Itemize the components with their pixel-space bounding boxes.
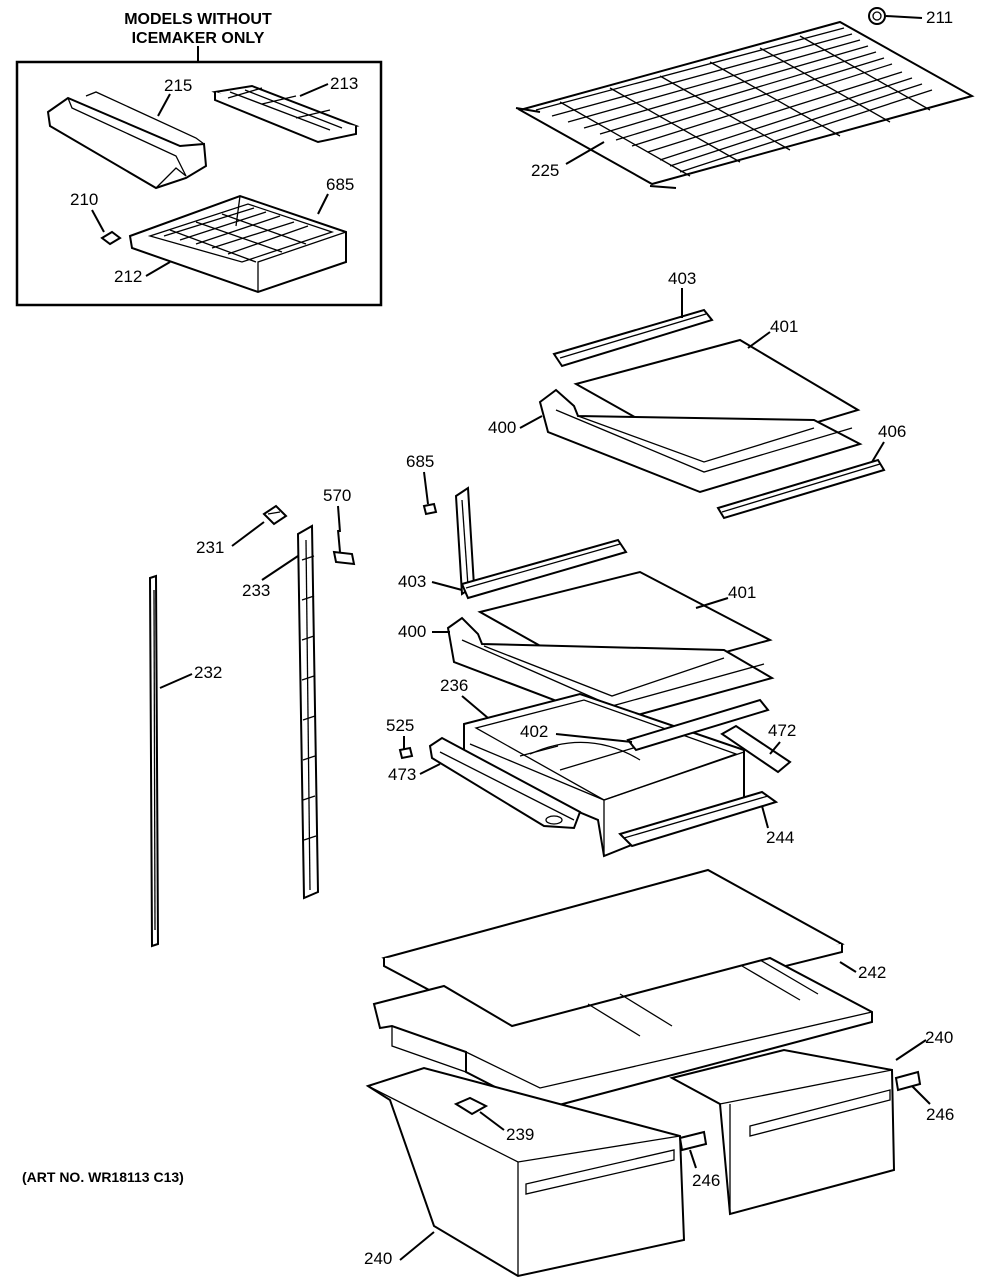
part-210-clip <box>100 230 122 246</box>
callout-239: 239 <box>506 1125 534 1144</box>
callout-400-mid: 400 <box>398 622 426 641</box>
part-570-screw <box>332 529 356 566</box>
inset-heading-line1: MODELS WITHOUT <box>124 11 272 28</box>
upper-shelf-assembly <box>538 308 886 520</box>
part-231-clip <box>262 504 288 526</box>
callout-244: 244 <box>766 828 794 847</box>
part-232-rail <box>148 574 160 948</box>
callout-211: 211 <box>926 8 953 27</box>
callout-403-mid: 403 <box>398 572 426 591</box>
part-472-rail <box>720 724 792 774</box>
part-239-clip <box>453 1096 489 1116</box>
part-525-screw <box>398 746 414 760</box>
part-244-rail <box>618 790 779 848</box>
callout-240-bottom: 240 <box>364 1249 392 1268</box>
art-number: (ART NO. WR18113 C13) <box>22 1169 184 1185</box>
part-240-drawer-right <box>669 1048 896 1216</box>
part-225-wire-shelf <box>515 20 975 189</box>
callout-246-left: 246 <box>692 1171 720 1190</box>
part-233-ladder <box>296 524 320 900</box>
part-215-ice-bin <box>46 91 208 190</box>
callout-685: 685 <box>406 452 434 471</box>
callout-401-top: 401 <box>770 317 798 336</box>
callout-233: 233 <box>242 581 270 600</box>
inset-box: MODELS WITHOUT ICEMAKER ONLY <box>15 11 383 307</box>
callout-232: 232 <box>194 663 222 682</box>
part-212-ice-shelf <box>128 194 347 294</box>
inset-heading-line2: ICEMAKER ONLY <box>132 30 265 47</box>
part-246-handle-left <box>678 1130 708 1152</box>
part-246-handle-right <box>894 1070 922 1092</box>
callout-401-mid: 401 <box>728 583 756 602</box>
callout-570: 570 <box>323 486 351 505</box>
middle-shelf-assembly <box>446 486 775 724</box>
callout-685-inset: 685 <box>326 175 354 194</box>
callout-212: 212 <box>114 267 142 286</box>
callout-473: 473 <box>388 765 416 784</box>
callout-246-right: 246 <box>926 1105 954 1124</box>
callout-215: 215 <box>164 76 192 95</box>
callout-210: 210 <box>70 190 98 209</box>
callout-231: 231 <box>196 538 224 557</box>
callout-213: 213 <box>330 74 358 93</box>
callout-472: 472 <box>768 721 796 740</box>
part-211-cap <box>868 7 886 25</box>
callout-236: 236 <box>440 676 468 695</box>
part-240-drawer-left <box>365 1066 686 1278</box>
part-473-rail <box>428 736 582 830</box>
callout-402: 402 <box>520 722 548 741</box>
callout-400-top: 400 <box>488 418 516 437</box>
callout-406: 406 <box>878 422 906 441</box>
part-213-ice-tray <box>211 84 360 144</box>
callout-525: 525 <box>386 716 414 735</box>
part-242-crisper-cover <box>372 868 873 1112</box>
callout-403-top: 403 <box>668 269 696 288</box>
callout-225: 225 <box>531 161 559 180</box>
callout-240-right: 240 <box>925 1028 953 1047</box>
part-685-screw <box>422 502 438 516</box>
part-402-glass <box>626 698 770 752</box>
callout-242: 242 <box>858 963 886 982</box>
